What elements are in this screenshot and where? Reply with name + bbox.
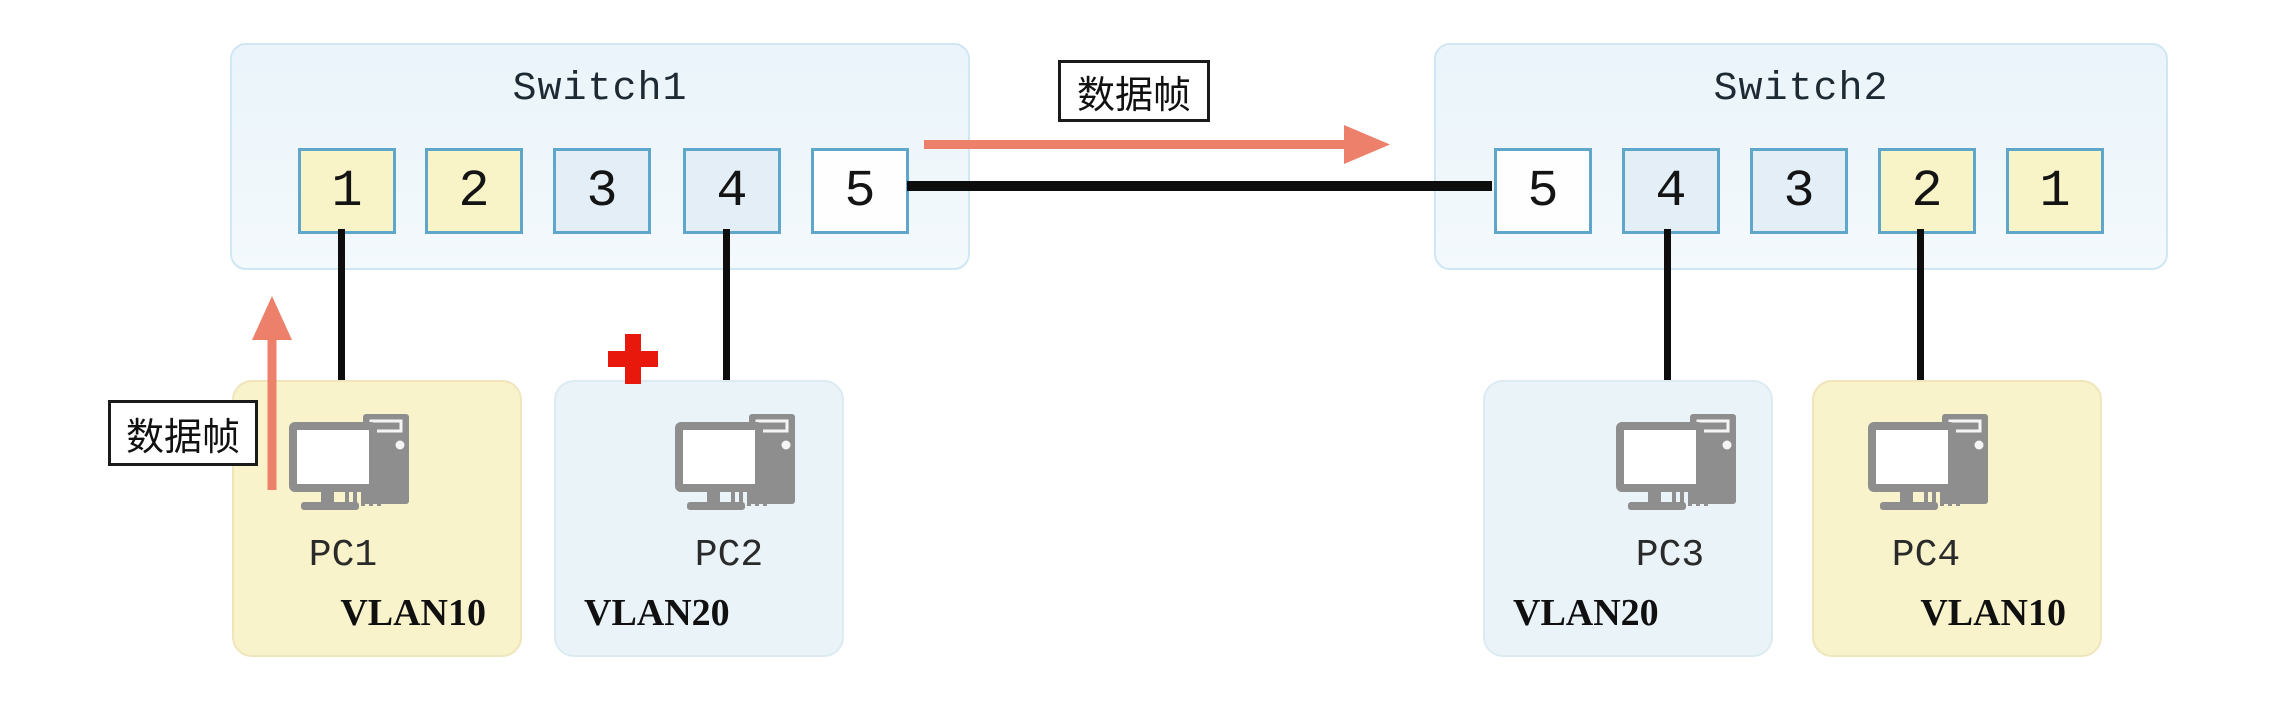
switch2-port-3: 3 xyxy=(1750,148,1848,234)
computer-icon xyxy=(1616,414,1736,510)
switch1-title: Switch1 xyxy=(512,67,688,112)
data-frame-arrow-right-icon xyxy=(924,125,1390,164)
switch2-port-2: 2 xyxy=(1878,148,1976,234)
data-frame-label-top: 数据帧 xyxy=(1058,60,1210,122)
pc4-vlan-label: VLAN10 xyxy=(1920,592,2066,634)
cable-switch1port1-pc1 xyxy=(338,229,345,455)
data-frame-label-left: 数据帧 xyxy=(108,400,258,466)
switch1-port-2: 2 xyxy=(425,148,523,234)
pc1-vlan-label: VLAN10 xyxy=(340,592,486,634)
pc2-label: PC2 xyxy=(694,534,764,577)
computer-icon xyxy=(1868,414,1988,510)
switch2-title: Switch2 xyxy=(1713,67,1889,112)
pc4-label: PC4 xyxy=(1891,534,1961,577)
switch2-box: Switch2 5 4 3 2 1 xyxy=(1434,43,2168,270)
pc3-vlan-label: VLAN20 xyxy=(1513,592,1659,634)
pc2-box: PC2 VLAN20 xyxy=(554,380,844,657)
switch2-port-1: 1 xyxy=(2006,148,2104,234)
computer-icon xyxy=(289,414,409,510)
pc4-box: PC4 VLAN10 xyxy=(1812,380,2102,657)
computer-icon xyxy=(675,414,795,510)
pc3-label: PC3 xyxy=(1635,534,1705,577)
data-frame-arrow-up-icon xyxy=(252,296,292,490)
switch1-box: Switch1 1 2 3 4 5 xyxy=(230,43,970,270)
switch1-port-1: 1 xyxy=(298,148,396,234)
switch1-port-3: 3 xyxy=(553,148,651,234)
cable-switch1port4-pc2 xyxy=(723,229,730,451)
pc2-vlan-label: VLAN20 xyxy=(584,592,730,634)
switch2-port-5: 5 xyxy=(1494,148,1592,234)
pc1-box: PC1 VLAN10 xyxy=(232,380,522,657)
pc1-label: PC1 xyxy=(308,534,378,577)
cable-switch2port4-pc3 xyxy=(1664,229,1671,451)
pc3-box: PC3 VLAN20 xyxy=(1483,380,1773,657)
cable-switch2port2-pc4 xyxy=(1917,229,1924,451)
blocked-cross-icon xyxy=(608,334,658,384)
switch1-port-5: 5 xyxy=(811,148,909,234)
switch2-port-4: 4 xyxy=(1622,148,1720,234)
switch1-port-4: 4 xyxy=(683,148,781,234)
trunk-link xyxy=(907,181,1492,191)
